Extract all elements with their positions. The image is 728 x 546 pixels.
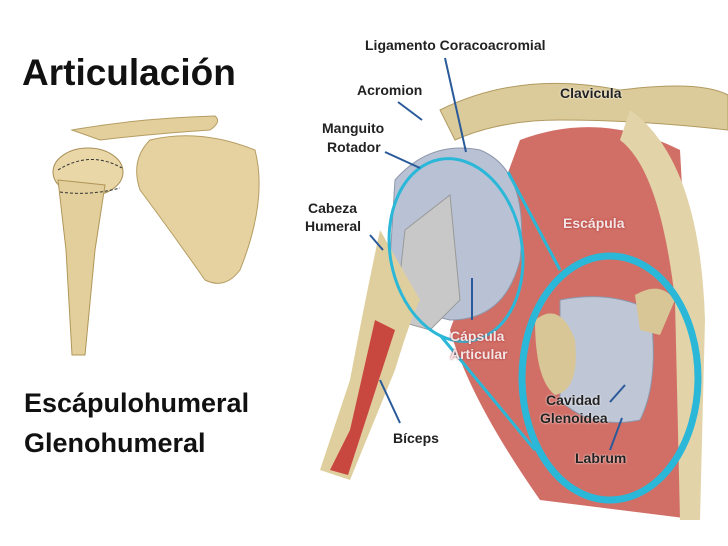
label-rotador: Rotador xyxy=(327,139,381,155)
label-articular: Articular xyxy=(450,346,508,362)
scapula-humerus-bone-illustration xyxy=(52,115,260,356)
label-manguito: Manguito xyxy=(322,120,385,136)
subtitle-escapulohumeral: Escápulohumeral xyxy=(24,388,250,418)
label-biceps: Bíceps xyxy=(393,430,439,446)
subtitle-glenohumeral: Glenohumeral xyxy=(24,428,206,458)
label-capsula: Cápsula xyxy=(450,328,505,344)
label-clavicula: Clavicula xyxy=(560,85,622,101)
label-labrum: Labrum xyxy=(575,450,627,466)
label-escapula: Escápula xyxy=(563,215,625,231)
label-cabeza: Cabeza xyxy=(308,200,358,216)
label-humeral: Humeral xyxy=(305,218,362,234)
label-cavidad: Cavidad xyxy=(546,392,601,408)
label-ligamento-coracoacromial: Ligamento Coracoacromial xyxy=(365,37,546,53)
slide-title: Articulación xyxy=(22,52,236,93)
label-acromion: Acromion xyxy=(357,82,423,98)
shoulder-anatomy-illustration xyxy=(320,57,728,520)
label-glenoidea: Glenoidea xyxy=(540,410,608,426)
